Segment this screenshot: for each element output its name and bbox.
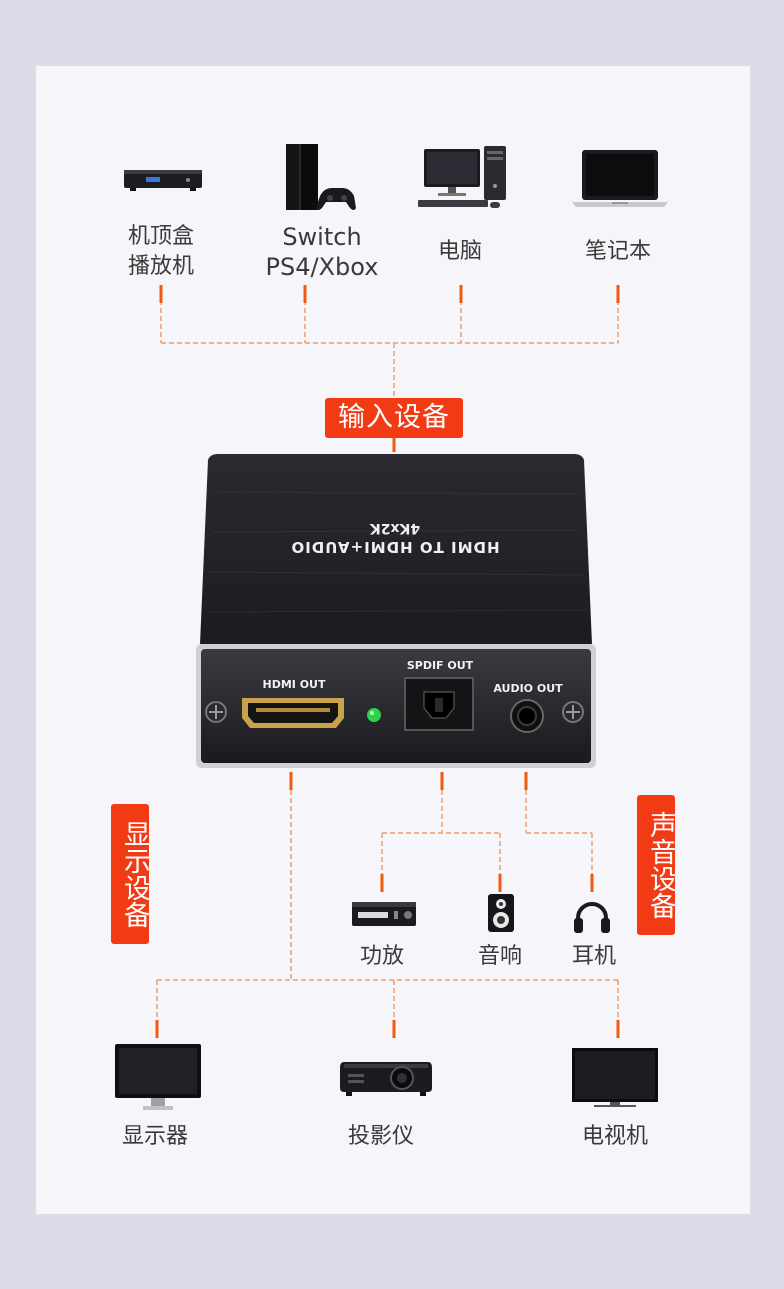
input-devices-tag: 输入设备: [325, 398, 463, 438]
hdmi-out-label: HDMI OUT: [262, 678, 326, 691]
headphones-icon: [574, 902, 610, 933]
display-device-label-monitor: 显示器: [121, 1124, 188, 1149]
tv-icon: [572, 1048, 658, 1107]
audio-jack-icon: [510, 699, 544, 733]
spdif-port-icon: [404, 677, 474, 731]
input-device-label-console: Switch PS4/Xbox: [265, 223, 379, 281]
projector-icon: [340, 1062, 432, 1096]
audio-devices-tag: 声音设备: [637, 795, 676, 935]
display-device-label-tv: 电视机: [581, 1124, 648, 1149]
input-device-label-computer: 电脑: [437, 239, 482, 264]
amplifier-icon: [352, 902, 416, 926]
speaker-icon: [488, 894, 514, 932]
monitor-icon: [115, 1044, 201, 1110]
game-console-icon: [286, 144, 356, 210]
audio-device-label-amp: 功放: [359, 944, 404, 969]
audio-device-label-speaker: 音响: [477, 944, 522, 969]
hdmi-audio-extractor: [196, 454, 596, 768]
input-device-label-laptop: 笔记本: [584, 239, 651, 264]
audio-out-label: AUDIO OUT: [493, 682, 563, 695]
device-top-label: HDMI TO HDMI+AUDIO 4Kx2K: [230, 520, 560, 556]
audio-device-label-headphones: 耳机: [571, 944, 616, 969]
set-top-box-icon: [124, 170, 202, 191]
hdmi-port-icon: [242, 698, 344, 728]
screw-left-icon: [205, 701, 227, 723]
desktop-computer-icon: [418, 146, 506, 208]
status-led-icon: [367, 708, 381, 722]
input-device-label-stb: 机顶盒 播放机: [127, 224, 194, 279]
device-subtitle: 4Kx2K: [369, 520, 421, 536]
screw-right-icon: [562, 701, 584, 723]
display-devices-tag: 显示设备: [111, 804, 150, 944]
display-device-label-projector: 投影仪: [347, 1124, 414, 1149]
laptop-icon: [572, 150, 668, 207]
spdif-out-label: SPDIF OUT: [406, 659, 474, 672]
device-title: HDMI TO HDMI+AUDIO: [290, 538, 500, 556]
